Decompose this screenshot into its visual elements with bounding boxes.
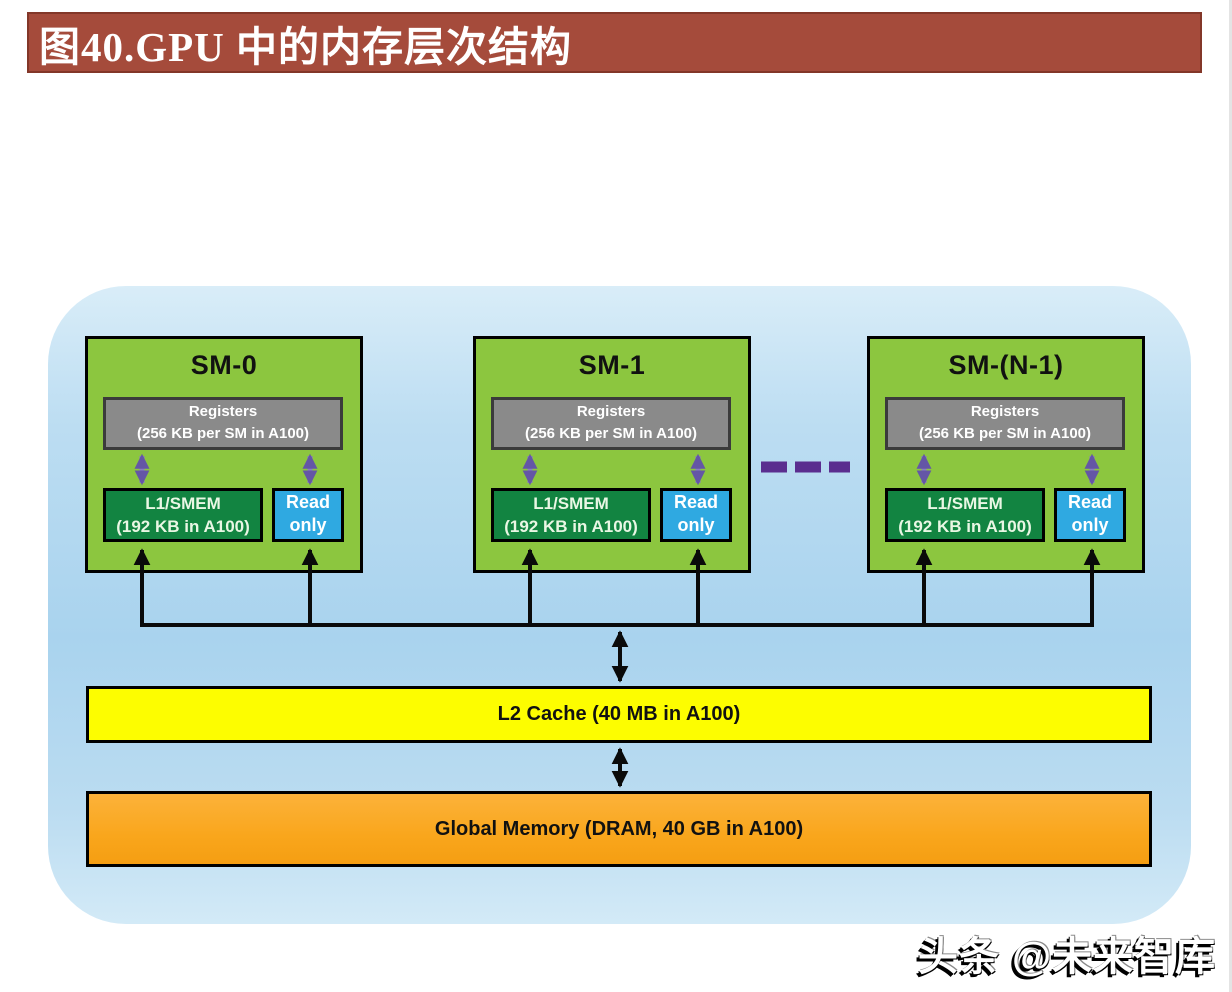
read-only-label-line2: only xyxy=(1071,515,1109,535)
registers-label: Registers xyxy=(970,403,1040,420)
read-only-label-line1: Read xyxy=(673,492,718,512)
registers-capacity: (256 KB per SM in A100) xyxy=(919,425,1091,442)
global-memory-label: Global Memory (DRAM, 40 GB in A100) xyxy=(434,817,804,840)
toutiao-watermark: 头条 @未来智库 xyxy=(917,935,1216,979)
l1-smem-box: L1/SMEM (192 KB in A100) xyxy=(491,488,651,542)
l1-smem-label: L1/SMEM xyxy=(145,494,221,513)
registers-box: Registers (256 KB per SM in A100) xyxy=(491,397,731,450)
l1-smem-label: L1/SMEM xyxy=(927,494,1003,513)
sm-unit-title: SM-0 xyxy=(190,350,258,380)
l1-smem-capacity: (192 KB in A100) xyxy=(898,517,1032,536)
figure-title-bar: 图40.GPU 中的内存层次结构 xyxy=(27,12,1202,73)
l1-smem-box: L1/SMEM (192 KB in A100) xyxy=(885,488,1045,542)
global-memory-box: Global Memory (DRAM, 40 GB in A100) xyxy=(86,791,1152,867)
read-only-label-line2: only xyxy=(677,515,715,535)
l1-smem-label: L1/SMEM xyxy=(533,494,609,513)
read-only-box: Read only xyxy=(1054,488,1126,542)
l1-smem-box: L1/SMEM (192 KB in A100) xyxy=(103,488,263,542)
registers-label: Registers xyxy=(576,403,646,420)
sm-unit-title: SM-(N-1) xyxy=(948,350,1064,380)
l2-cache-label: L2 Cache (40 MB in A100) xyxy=(497,703,741,725)
l1-smem-capacity: (192 KB in A100) xyxy=(504,517,638,536)
l1-smem-capacity: (192 KB in A100) xyxy=(116,517,250,536)
sm-unit-n-1: SM-(N-1) Registers (256 KB per SM in A10… xyxy=(867,336,1145,573)
registers-capacity: (256 KB per SM in A100) xyxy=(137,425,309,442)
registers-label: Registers xyxy=(188,403,258,420)
read-only-label-line1: Read xyxy=(1067,492,1112,512)
registers-capacity: (256 KB per SM in A100) xyxy=(525,425,697,442)
read-only-box: Read only xyxy=(272,488,344,542)
registers-box: Registers (256 KB per SM in A100) xyxy=(885,397,1125,450)
sm-unit-title: SM-1 xyxy=(578,350,646,380)
registers-box: Registers (256 KB per SM in A100) xyxy=(103,397,343,450)
read-only-box: Read only xyxy=(660,488,732,542)
l2-cache-box: L2 Cache (40 MB in A100) xyxy=(86,686,1152,743)
figure-title: 图40.GPU 中的内存层次结构 xyxy=(39,23,573,70)
read-only-label-line2: only xyxy=(289,515,327,535)
read-only-label-line1: Read xyxy=(285,492,330,512)
sm-unit-1: SM-1 Registers (256 KB per SM in A100) L… xyxy=(473,336,751,573)
sm-unit-0: SM-0 Registers (256 KB per SM in A100) L… xyxy=(85,336,363,573)
